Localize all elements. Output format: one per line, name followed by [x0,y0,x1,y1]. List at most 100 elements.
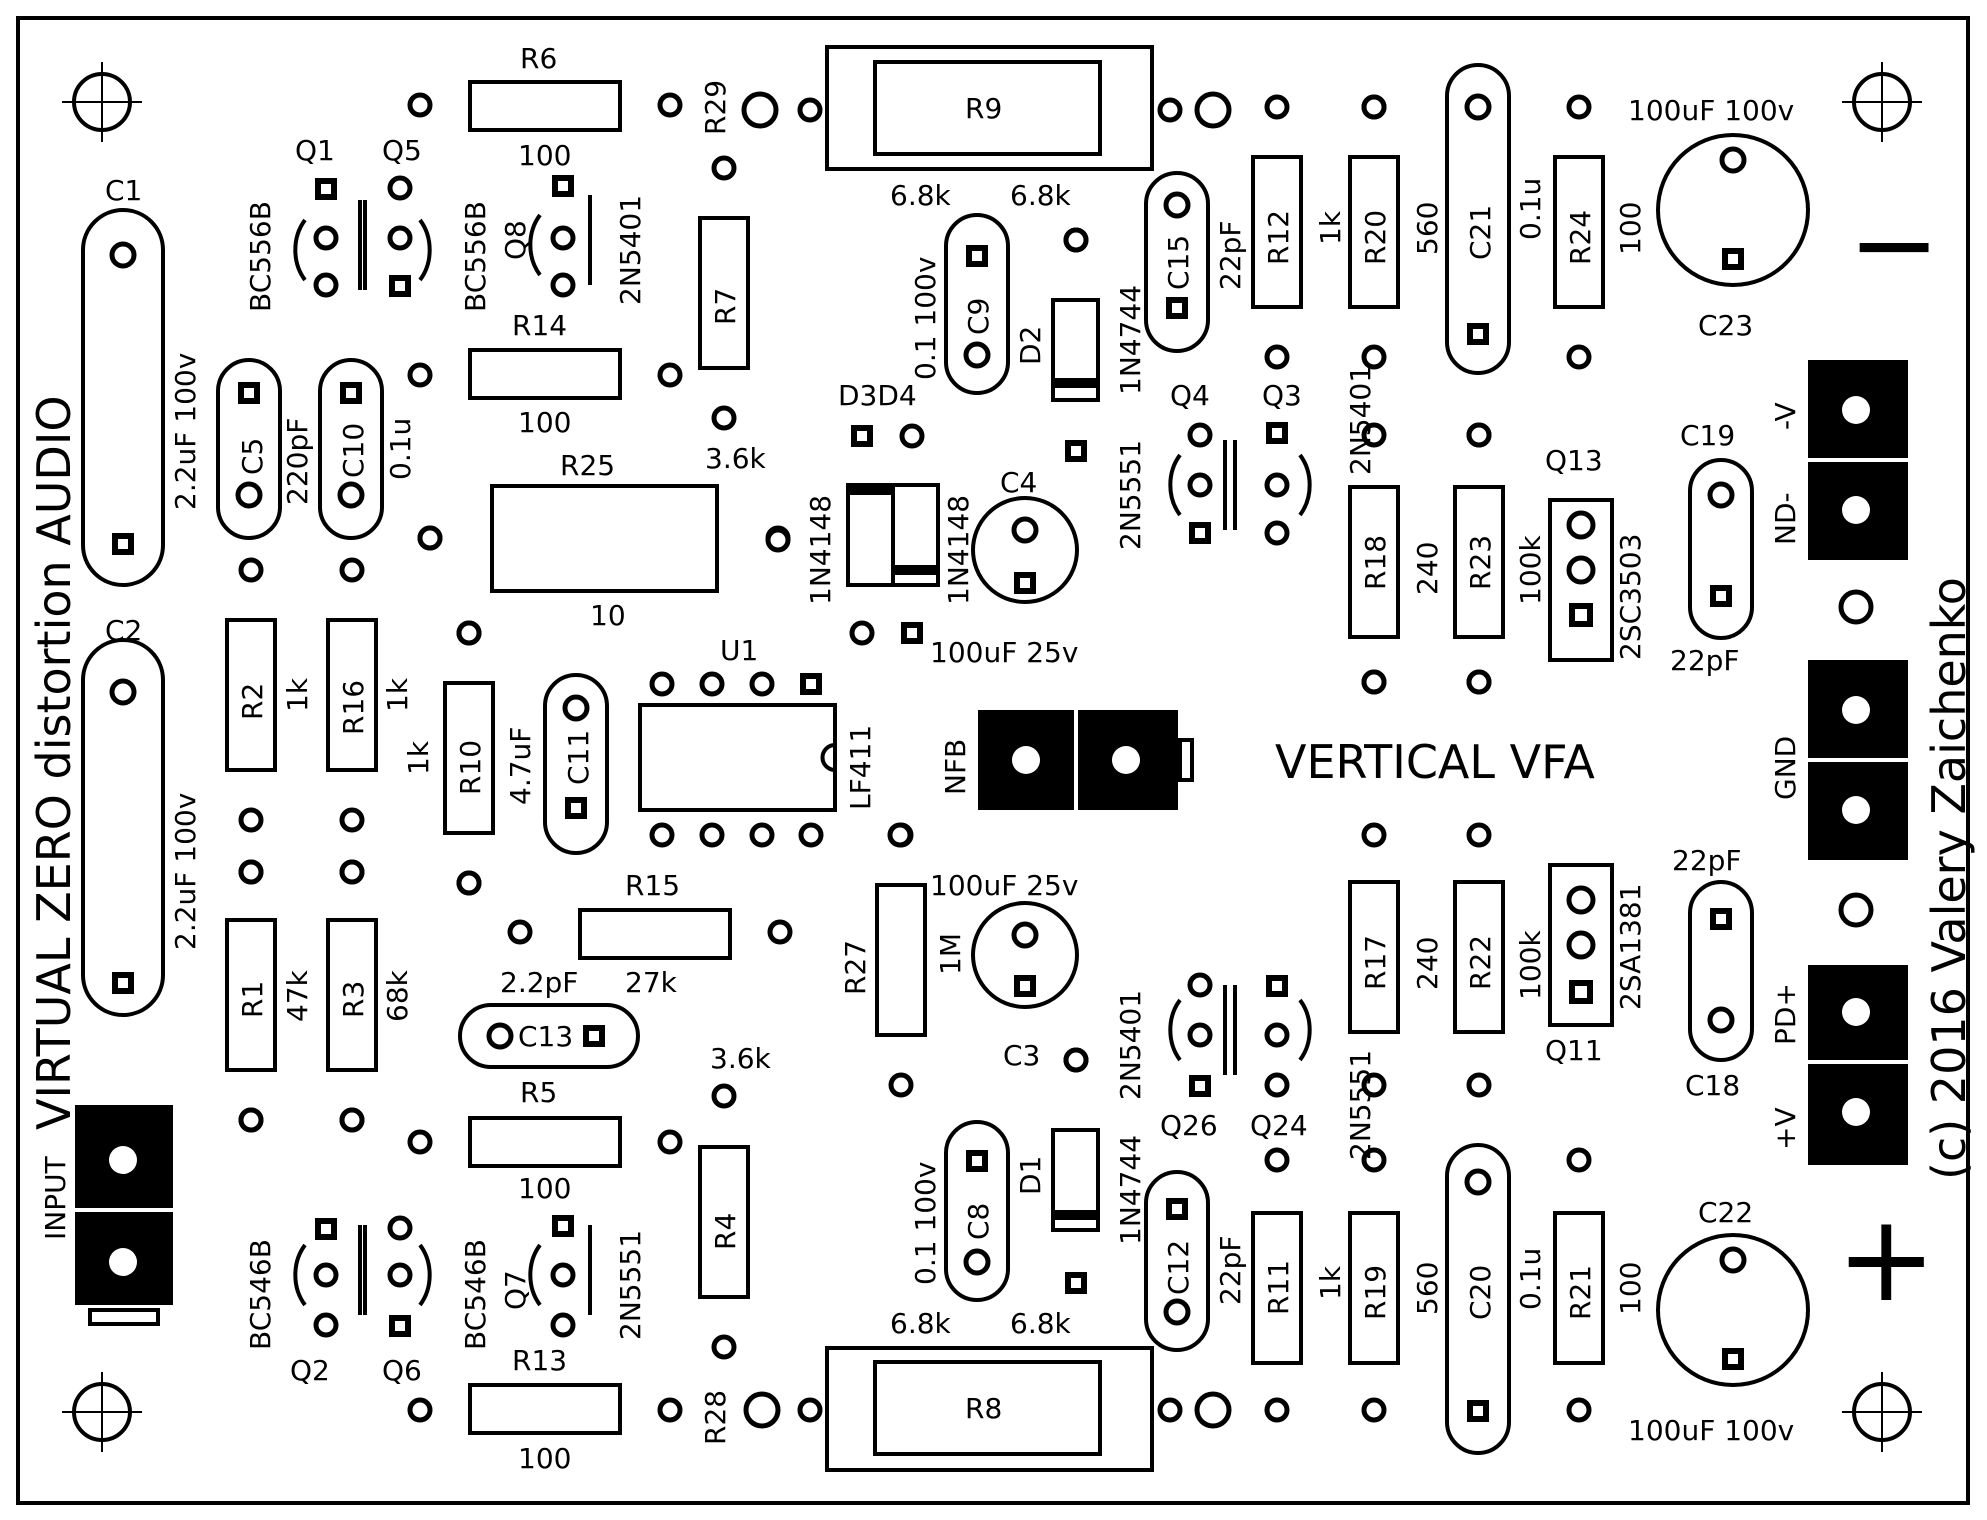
c9-ref: C9 [962,298,995,335]
r3-ref: R3 [337,981,370,1018]
c9-value: 0.1 100v [909,257,942,380]
r25-value: 10 [590,599,626,632]
q5-ref: Q5 [382,134,422,167]
r13-value: 100 [518,1442,571,1475]
r17-ref: R17 [1359,935,1392,990]
r15-value: 27k [625,966,678,999]
plus-v-label: +V [1769,1107,1802,1150]
c19-value: 22pF [1670,644,1740,677]
c11-ref: C11 [562,730,595,785]
r9-value: 6.8k [890,179,952,212]
c3-ref: C3 [1003,1039,1040,1072]
r20-ref: R20 [1359,210,1392,265]
transistor-q8: Q8 2N5401 [499,175,647,305]
r22-ref: R22 [1464,935,1497,990]
r19-ref: R19 [1359,1265,1392,1320]
c11-value: 4.7uF [504,727,537,805]
capacitor-c8: C8 0.1 100v [909,1120,1010,1302]
r24-ref: R24 [1564,210,1597,265]
r2-ref: R2 [236,683,269,720]
r3-value: 68k [381,969,414,1022]
input-connector: INPUT [39,1105,173,1326]
r11-value: 1k [1314,1265,1347,1300]
r18-value: 240 [1411,542,1444,595]
transistor-q2: Q2 BC546B [244,1218,362,1387]
c18-value: 22pF [1672,844,1742,877]
r11-ref: R11 [1262,1260,1295,1315]
r8-value: 6.8k [1010,1307,1072,1340]
board-subtitle: VERTICAL VFA [1275,735,1595,789]
r6-ref: R6 [520,42,557,75]
c13-value: 2.2pF [500,966,578,999]
plus-symbol: + [1836,1190,1937,1329]
ground-pad-lower [1838,892,1874,928]
transistor-q5: Q5 BC556B [363,134,492,312]
c23-ref: C23 [1698,309,1753,342]
capacitor-c15: C15 22pF [1144,171,1247,353]
input-label: INPUT [39,1155,72,1240]
r1-ref: R1 [236,981,269,1018]
resistor-r11: R11 1k [1251,1147,1347,1423]
transistor-q26: Q26 2N5401 [1114,972,1227,1142]
transistor-q7: Q7 2N5551 [499,1215,647,1340]
transistor-q1: Q1 BC556B [244,134,362,312]
c21-ref: C21 [1464,205,1497,260]
q11-type: 2SA1381 [1614,883,1647,1010]
resistor-r8: R8 6.8k [743,1307,1232,1472]
transistor-q24: Q24 2N5551 [1233,975,1377,1160]
q24-ref: Q24 [1250,1109,1308,1142]
q2-ref: Q2 [290,1354,330,1387]
q13-type: 2SC3503 [1614,534,1647,660]
q8-type: 2N5401 [614,195,647,305]
pd-plus-connector: PD+ +V [1769,965,1908,1165]
r5-value: 100 [518,1172,571,1205]
c10-ref: C10 [337,423,370,478]
q26-ref: Q26 [1160,1109,1218,1142]
nd-minus-label: ND- [1769,492,1802,545]
c1-ref: C1 [105,174,142,207]
c3-value: 100uF 25v [930,869,1078,902]
r2-value: 1k [281,677,314,712]
capacitor-c11: C11 4.7uF [504,673,609,855]
r8-ref: R8 [965,1392,1002,1425]
transistor-q6: Q6 BC546B [363,1215,492,1387]
loose-pads [238,94,1492,1133]
resistor-r14: R14 100 [407,309,683,439]
c1-value: 2.2uF 100v [169,353,202,510]
r19-value: 560 [1411,1262,1444,1315]
minus-v-label: -V [1769,402,1802,430]
r23-value: 100k [1514,535,1547,605]
resistor-r24: R24 100 [1553,94,1647,370]
capacitor-c18: 22pF C18 [1672,844,1754,1102]
resistor-r19: R19 560 [1348,1147,1444,1423]
q13-ref: Q13 [1545,444,1603,477]
c20-value: 0.1u [1514,1248,1547,1310]
q11-ref: Q11 [1545,1034,1603,1067]
c12-ref: C12 [1162,1240,1195,1295]
mounting-hole-bottom-right [1842,1372,1922,1452]
board-outline [16,16,1970,1505]
r25-ref: R25 [560,449,615,482]
resistor-r2: R2 1k [225,557,314,833]
mounting-hole-top-right [1842,62,1922,142]
r27-value: 1M [934,933,967,975]
r4-ref: R4 [709,1213,742,1250]
q7-ref: Q7 [499,1270,532,1310]
r22-value: 100k [1514,930,1547,1000]
d3d4-type-right: 1N4148 [942,495,975,605]
transistor-q13: Q13 2SC3503 [1545,444,1647,662]
q8-ref: Q8 [499,220,532,260]
d1-type: 1N4744 [1114,1135,1147,1245]
d2-type: 1N4744 [1114,285,1147,395]
c10-value: 0.1u [384,418,417,480]
r15-ref: R15 [625,869,680,902]
nd-minus-connector: ND- -V [1769,360,1908,560]
capacitor-c23: 100uF 100v C23 [1628,94,1810,342]
mounting-hole-bottom-left [62,1372,142,1452]
resistor-r6: R6 100 [407,42,683,172]
q3-ref: Q3 [1262,379,1302,412]
capacitor-c10: C10 0.1u [318,358,417,540]
q3-type: 2N5401 [1344,365,1377,475]
r27-ref: R27 [839,940,872,995]
capacitor-c4: C4 100uF 25v [930,466,1079,669]
